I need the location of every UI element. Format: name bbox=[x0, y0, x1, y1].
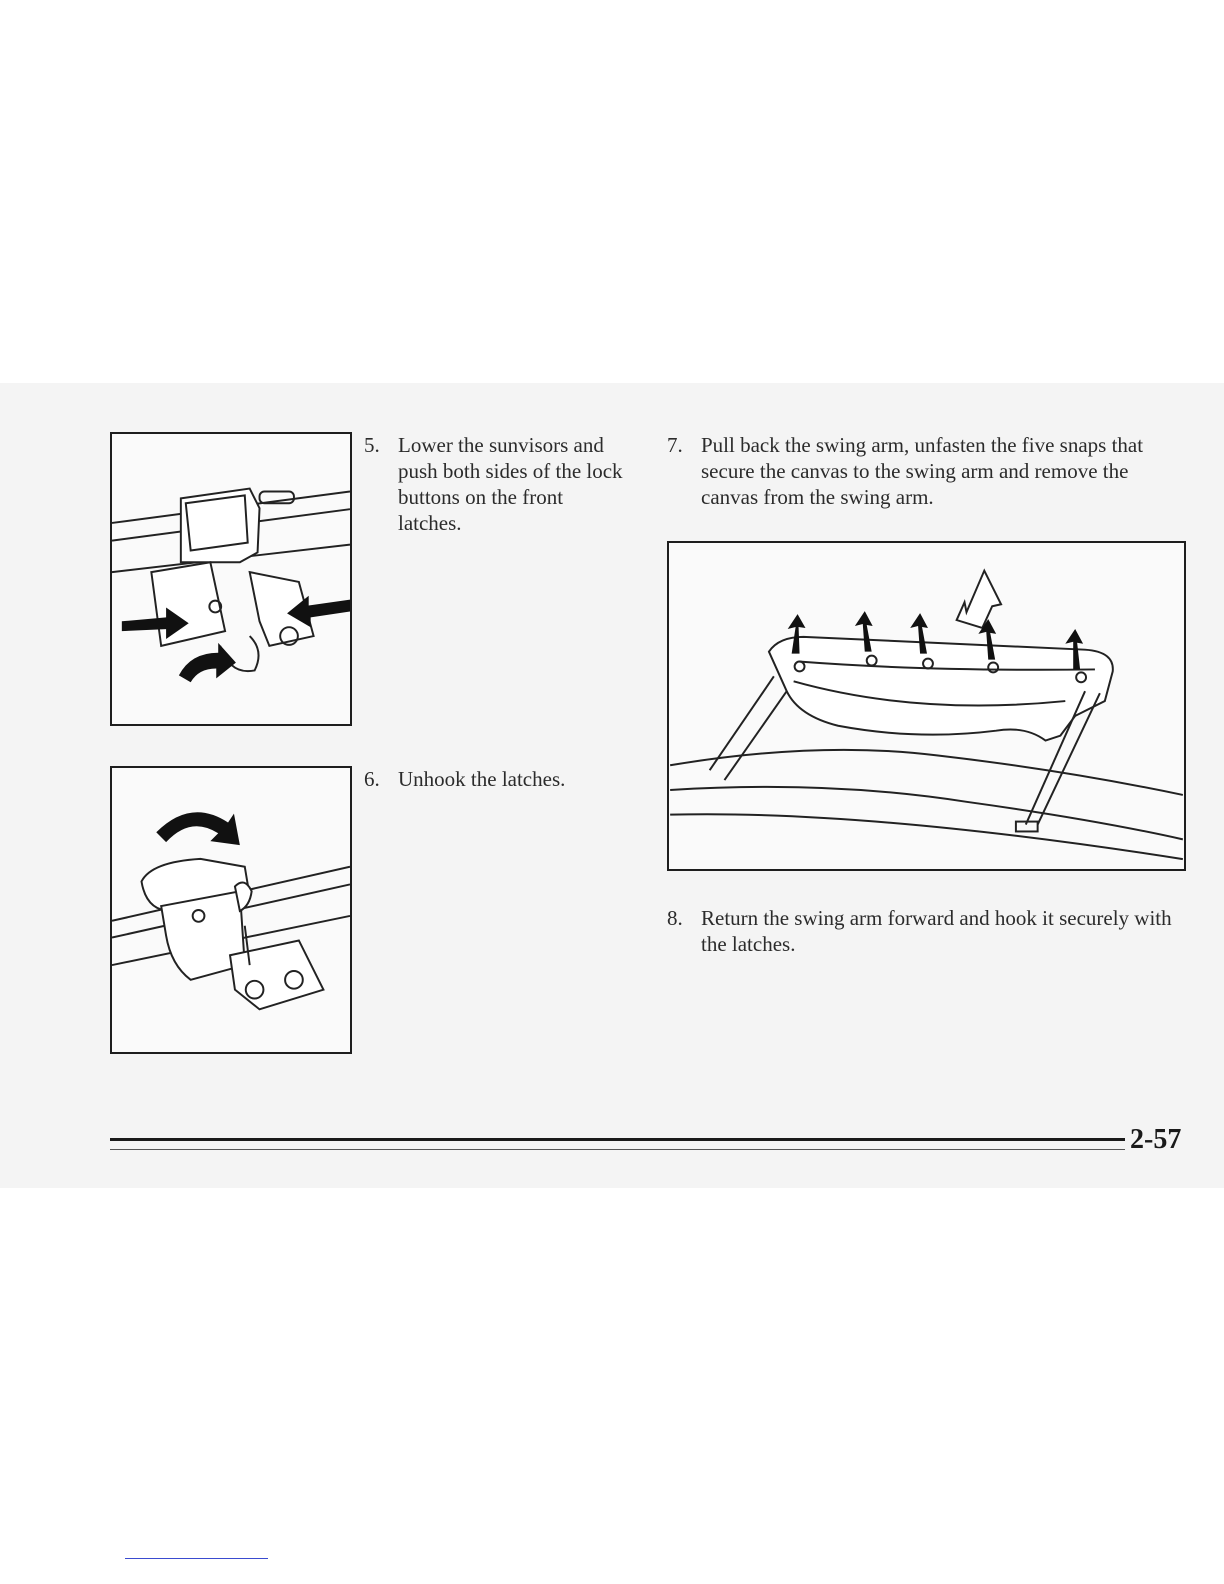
footer-rule-thin bbox=[110, 1149, 1125, 1150]
unhook-latch-illustration bbox=[110, 766, 352, 1054]
step-8-text: Return the swing arm forward and hook it… bbox=[701, 906, 1172, 956]
step-8-number: 8. bbox=[667, 906, 683, 930]
lock-button-illustration bbox=[110, 432, 352, 726]
footer-rule bbox=[110, 1138, 1125, 1141]
step-6-text: Unhook the latches. bbox=[398, 767, 566, 791]
swing-arm-snaps-drawing bbox=[669, 568, 1184, 861]
bottom-underline bbox=[125, 1558, 268, 1559]
step-7-number: 7. bbox=[667, 433, 683, 457]
latch-unhook-drawing bbox=[112, 812, 350, 1011]
step-5: 5. Lower the sunvisors and push both sid… bbox=[364, 432, 626, 542]
step-6: 6. Unhook the latches. bbox=[364, 766, 626, 796]
step-7: 7. Pull back the swing arm, unfasten the… bbox=[667, 432, 1189, 516]
latch-push-buttons-drawing bbox=[112, 487, 350, 683]
step-7-text: Pull back the swing arm, unfasten the fi… bbox=[701, 433, 1144, 509]
swing-arm-illustration bbox=[667, 541, 1186, 871]
page-number: 2-57 bbox=[1130, 1124, 1182, 1155]
step-5-number: 5. bbox=[364, 433, 380, 457]
step-8: 8. Return the swing arm forward and hook… bbox=[667, 905, 1189, 961]
step-6-number: 6. bbox=[364, 767, 380, 791]
step-5-text: Lower the sunvisors and push both sides … bbox=[398, 433, 623, 535]
